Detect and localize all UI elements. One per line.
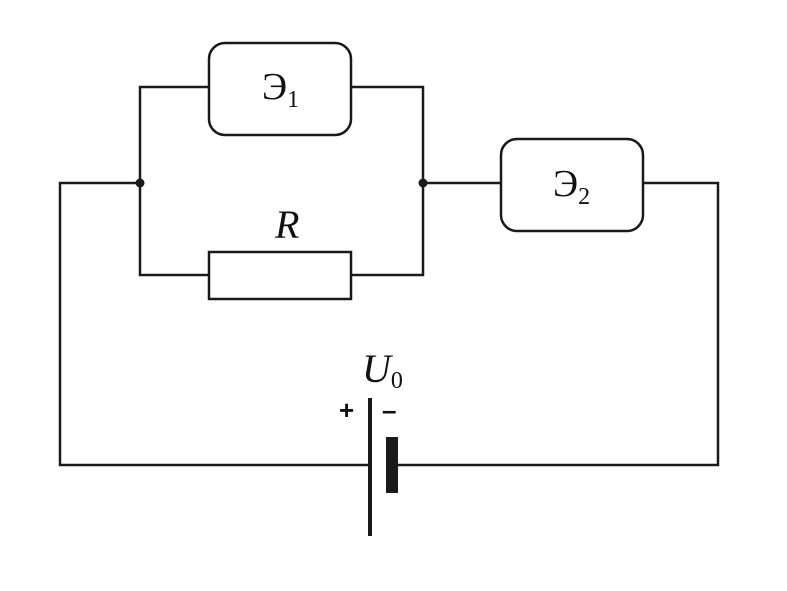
source-symbol: U (362, 346, 394, 391)
wire-top-branch (138, 85, 211, 185)
resistor-label: R (274, 202, 299, 247)
junction-left (135, 178, 145, 188)
plus-sign: + (339, 395, 354, 425)
wire-top-branch-right (349, 85, 425, 185)
svg-text:Э2: Э2 (553, 163, 590, 210)
element-1-subscript: 1 (287, 87, 299, 113)
junction-right (418, 178, 428, 188)
wire-bottom-branch (138, 181, 211, 277)
battery-negative-plate (386, 437, 398, 493)
element-2-subscript: 2 (578, 184, 590, 210)
minus-sign: – (382, 395, 396, 425)
wires (58, 85, 720, 467)
resistor-body (207, 250, 353, 301)
element-1-symbol: Э (262, 66, 287, 108)
wire-left-outer (58, 181, 372, 467)
element-2: Э2 (499, 137, 645, 233)
element-2-box (499, 137, 645, 233)
resistor: R (207, 202, 353, 301)
svg-text:Э1: Э1 (262, 66, 299, 113)
svg-text:U0: U0 (362, 346, 403, 394)
element-1-box (207, 41, 353, 137)
wire-right-outer (396, 181, 720, 467)
voltage-source: U0 + – (339, 346, 403, 536)
wire-bottom-branch-right (349, 181, 425, 277)
element-2-symbol: Э (553, 163, 578, 205)
element-1: Э1 (207, 41, 353, 137)
source-subscript: 0 (391, 368, 403, 394)
